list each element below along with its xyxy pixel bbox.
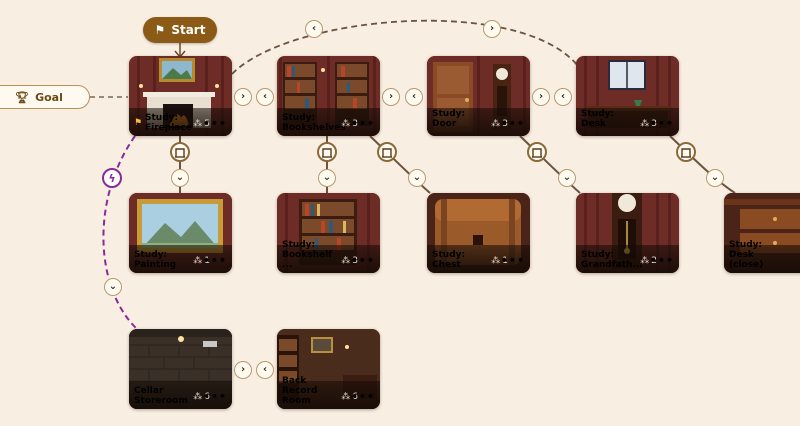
card-title: Study: Desk (close) [729,240,764,270]
door-icon[interactable] [317,142,337,162]
more-options-button[interactable]: ••• [500,117,525,130]
next-connector-button[interactable]: › [532,88,550,106]
scene-card-back-record-room[interactable]: Back Record Room ⁂6 ••• [277,329,380,409]
card-count: ⁂3 [341,256,358,266]
card-title: Study: Door [432,109,466,129]
card-title: Study: Painting [134,250,177,270]
card-count: ⁂6 [341,392,358,402]
scene-card-desk[interactable]: Study: Desk ⁂3 ••• [576,56,679,136]
card-count: ⁂3 [491,119,508,129]
more-options-button[interactable]: ••• [500,254,525,267]
more-options-button[interactable]: ••• [350,117,375,130]
branch-icon: ⁂ [491,119,501,129]
door-icon[interactable] [527,142,547,162]
prev-connector-button[interactable]: ‹ [554,88,572,106]
scene-card-desk-close[interactable]: Study: Desk (close) ••• [724,193,800,273]
scene-card-door[interactable]: Study: Door ⁂3 ••• [427,56,530,136]
scene-card-painting[interactable]: Study: Painting ⁂1 ••• [129,193,232,273]
branch-icon: ⁂ [193,119,203,129]
arc-prev-button[interactable]: ‹ [305,20,323,38]
branch-icon: ⁂ [193,392,203,402]
card-count: ⁂5 [193,119,210,129]
scene-card-cellar-storeroom[interactable]: Cellar Storeroom ⁂6 ••• [129,329,232,409]
card-title: Study: Bookshelves [282,113,346,133]
card-title: Cellar Storeroom [134,386,188,406]
expand-down-button[interactable]: ⌄ [706,169,724,187]
card-title: Study: Chest [432,250,466,270]
scene-card-grandfather-clock[interactable]: Study: Grandfath... ⁂2 ••• [576,193,679,273]
scene-thumbnail [129,329,232,409]
next-connector-button[interactable]: › [234,361,252,379]
more-options-button[interactable]: ••• [202,117,227,130]
prev-connector-button[interactable]: ‹ [405,88,423,106]
more-options-button[interactable]: ••• [649,254,674,267]
card-count: ⁂3 [640,119,657,129]
more-options-button[interactable]: ••• [202,254,227,267]
card-count: ⁂1 [193,256,210,266]
card-count: ⁂3 [341,119,358,129]
card-title: Study: Fireplace [145,113,192,133]
start-node[interactable]: ⚑ Start [143,17,217,43]
next-connector-button[interactable]: › [234,88,252,106]
branch-icon: ⁂ [491,256,501,266]
lightning-icon[interactable]: ϟ [102,168,122,188]
door-icon[interactable] [676,142,696,162]
door-icon[interactable] [170,142,190,162]
expand-down-button[interactable]: ⌄ [408,169,426,187]
scene-card-fireplace[interactable]: ⚑ Study: Fireplace ⁂5 ••• [129,56,232,136]
branch-icon: ⁂ [341,256,351,266]
branch-icon: ⁂ [640,256,650,266]
card-title: Study: Desk [581,109,615,129]
more-options-button[interactable]: ••• [350,390,375,403]
scene-card-chest[interactable]: Study: Chest ⁂1 ••• [427,193,530,273]
more-options-button[interactable]: ••• [350,254,375,267]
trophy-icon: 🏆︎ [15,90,30,104]
more-options-button[interactable]: ••• [202,390,227,403]
card-title: Back Record Room [282,376,318,406]
prev-connector-button[interactable]: ‹ [256,88,274,106]
card-count: ⁂2 [640,256,657,266]
flag-icon: ⚑ [154,23,166,37]
branch-icon: ⁂ [640,119,650,129]
expand-down-button[interactable]: ⌄ [104,278,122,296]
door-icon[interactable] [377,142,397,162]
expand-down-button[interactable]: ⌄ [171,169,189,187]
expand-down-button[interactable]: ⌄ [318,169,336,187]
branch-icon: ⁂ [341,119,351,129]
start-flag-icon: ⚑ [134,118,143,128]
expand-down-button[interactable]: ⌄ [558,169,576,187]
branch-icon: ⁂ [193,256,203,266]
scene-card-bookshelves[interactable]: Study: Bookshelves ⁂3 ••• [277,56,380,136]
goal-node[interactable]: 🏆︎ Goal [0,85,90,109]
card-count: ⁂6 [193,392,210,402]
card-count: ⁂1 [491,256,508,266]
next-connector-button[interactable]: › [382,88,400,106]
branch-icon: ⁂ [341,392,351,402]
more-options-button[interactable]: ••• [649,117,674,130]
scene-card-bookshelf-2[interactable]: Study: Bookshelf ... ⁂3 ••• [277,193,380,273]
card-title: Study: Grandfath... [581,250,643,270]
prev-connector-button[interactable]: ‹ [256,361,274,379]
arc-next-button[interactable]: › [483,20,501,38]
card-title: Study: Bookshelf ... [282,240,333,270]
